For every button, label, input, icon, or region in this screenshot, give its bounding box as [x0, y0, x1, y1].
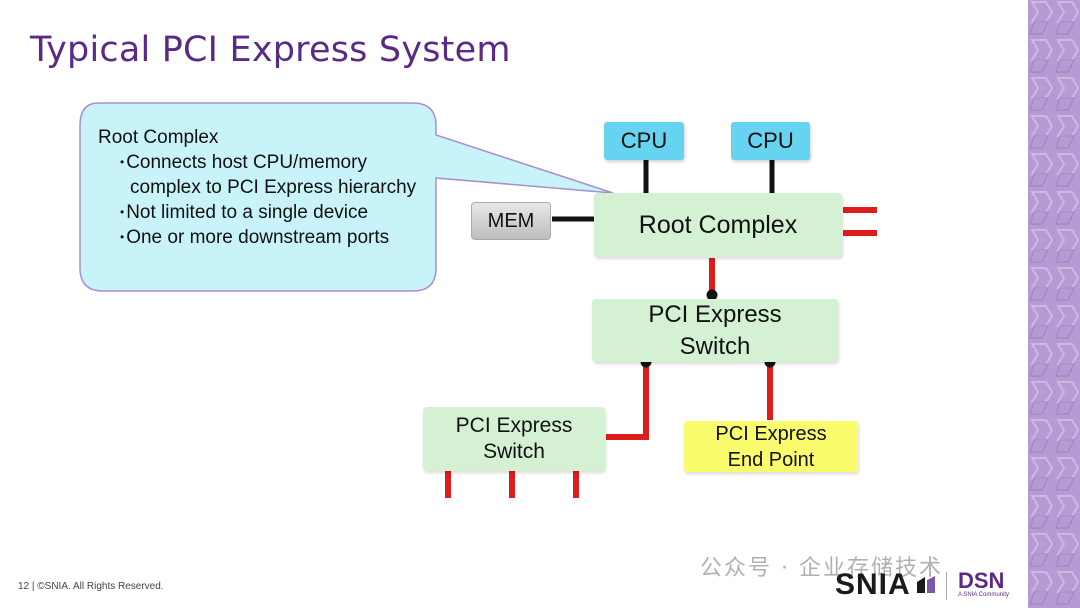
- pci-express-switch-bottom: PCI Express Switch: [423, 407, 605, 471]
- callout-bullet: One or more downstream ports: [98, 226, 438, 252]
- callout-bullet: Not limited to a single device: [98, 201, 438, 227]
- cpu-box: CPU: [731, 122, 810, 160]
- footer-text: 12 | ©SNIA. All Rights Reserved.: [18, 581, 164, 592]
- callout-heading: Root Complex: [98, 127, 219, 148]
- cpu-box: CPU: [604, 122, 684, 160]
- slide-title: Typical PCI Express System: [30, 30, 511, 70]
- pci-express-endpoint: PCI Express End Point: [684, 421, 858, 472]
- root-complex-box: Root Complex: [594, 193, 842, 257]
- sidebar-pattern: [1028, 0, 1080, 608]
- mem-box: MEM: [471, 202, 551, 240]
- watermark: 公众号 · 企业存储技术: [700, 556, 943, 581]
- logo-divider: [946, 572, 947, 600]
- pci-express-switch-top: PCI Express Switch: [592, 299, 838, 362]
- callout-text: Root Complex Connects host CPU/memory co…: [98, 126, 438, 252]
- dsn-subtitle: A SNIA Community: [958, 592, 1010, 598]
- decorative-sidebar: [1028, 0, 1080, 608]
- snia-mark-icon: [917, 576, 935, 593]
- dsn-logo: DSN: [958, 568, 1005, 593]
- snia-logo: SNIA: [835, 568, 911, 601]
- callout-bullet: Connects host CPU/memory complex to PCI …: [98, 151, 438, 201]
